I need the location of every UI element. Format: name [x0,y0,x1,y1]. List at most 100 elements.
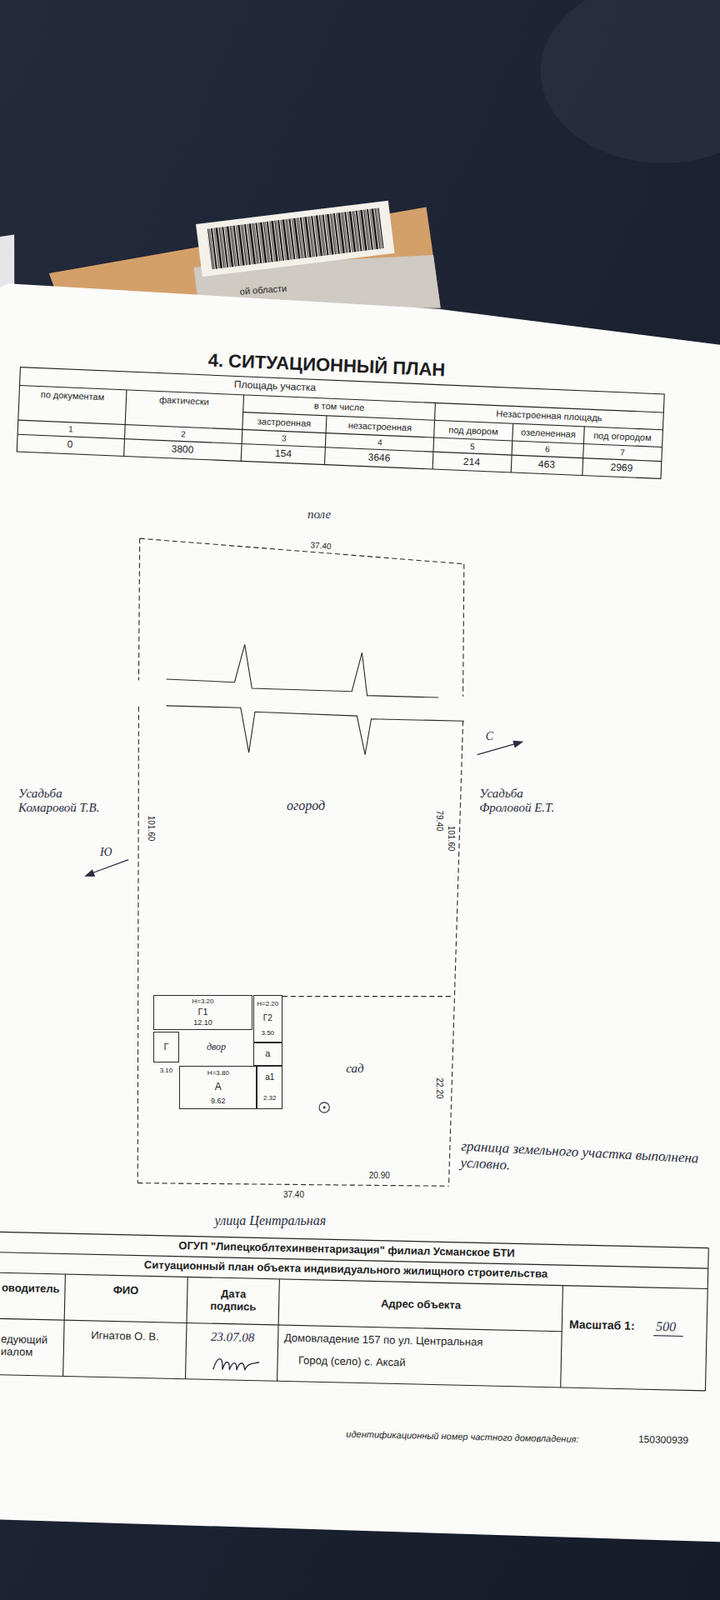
area-value: 3646 [367,451,390,465]
well-symbol-dot [323,1106,326,1110]
building-outline: Г [153,1031,180,1063]
table-header: ФИО [113,1284,140,1298]
boundary-line [137,538,140,1183]
envelope-text: ой области [239,282,287,297]
building-text: Г [163,1042,169,1053]
neighbour-label: Усадьба Комаровой Т.В. [18,785,112,815]
boundary-line [137,1183,449,1187]
area-value: 154 [274,448,292,461]
area-label: сад [345,1061,364,1076]
dimension: 37.40 [309,540,335,551]
area-value: 3800 [170,444,194,457]
dimension: 79.40 [435,810,445,832]
table-rule [63,1274,66,1376]
dimension: 101.60 [445,825,456,852]
table-rule [277,1279,280,1381]
table-rule [18,420,663,447]
table-header: оводитель [1,1281,60,1296]
table-rule [705,1248,709,1391]
north-arrow [477,743,519,755]
table-header: по документам [40,389,105,403]
table-rule [185,1276,188,1379]
compass-arrows [85,740,523,876]
column-number: 3 [281,433,287,444]
stamp-header: ОГУП "Липецкоблтехинвентаризация" филиал… [178,1240,515,1260]
area-value: 2969 [610,462,633,475]
title-block-grid [0,1231,709,1391]
barcode-label [195,200,395,277]
building-text: 9.62 [210,1097,226,1105]
dimension: 22.20 [435,1077,445,1099]
table-rule [0,1318,562,1331]
building-text: 2.32 [263,1095,277,1102]
building-text: Н=3.80 [207,1070,230,1077]
handwritten-note: поле [307,507,331,522]
area-value: 0 [67,439,74,451]
table-cell: едующий иалом [0,1334,58,1360]
building-outline: Н=2.20Г23.50 [253,995,283,1042]
area-table-grid [16,367,665,480]
table-rule [510,423,513,473]
barcode [206,207,384,270]
signature [213,1358,260,1370]
compass-label: Ю [100,845,112,860]
date: 23.07.08 [210,1329,255,1345]
column-number: 5 [470,441,475,452]
handwritten-note: граница земельного участка выполнена усл… [460,1138,704,1184]
building-text: Н=2.20 [256,1000,279,1008]
dimension: 37.40 [283,1190,305,1201]
table-header: Адрес объекта [380,1297,461,1312]
scale-label: Масштаб 1: [569,1317,635,1333]
building-text: Г1 [197,1007,208,1018]
boundary-line [140,538,465,565]
building-outline: Н=3.80А 9.62 [179,1065,257,1110]
building-outline: а [253,1042,283,1066]
table-rule [582,426,585,476]
id-caption: идентификационный номер частного домовла… [345,1428,579,1445]
table-border [16,367,665,480]
column-number: 4 [376,437,382,448]
well-symbol [319,1102,330,1113]
table-header: Незастроенная площадь [495,408,603,424]
building-text: 12.10 [193,1019,213,1027]
address: Домовладение 157 по ул. Центральная [284,1332,484,1350]
area-label: огород [286,798,325,814]
table-header: незастроенная [348,420,413,434]
table-header: фактически [159,394,210,407]
area-label: двор [206,1041,226,1054]
table-header: Площадь участка [233,379,316,395]
dimension: 3.10 [160,1066,174,1075]
building-text: Н=3.20 [192,998,215,1005]
stamp-header: Ситуационный план объекта индивидуальног… [144,1260,549,1282]
scale-value: 500 [655,1318,676,1335]
area-value: 463 [538,459,556,472]
building-text: А [215,1081,222,1093]
column-number: 7 [619,447,625,458]
id-number: 150300939 [637,1434,688,1447]
column-number: 6 [545,444,550,455]
barcode-ground [195,200,395,277]
table-rule [240,395,244,461]
division-line [282,995,452,997]
column-number: 2 [180,429,186,440]
table-rule [0,1374,705,1390]
address: Город (село) с. Аксай [297,1355,405,1370]
table-cell: Игнатов О. В. [90,1330,160,1345]
break-lines [165,644,464,755]
compass-label: С [485,730,494,744]
table-rule [124,390,127,456]
break-line [165,644,439,698]
table-rule [324,415,326,465]
dimension: 101.60 [145,813,156,843]
south-arrow [90,860,130,875]
paper [0,283,720,1542]
street-name: улица Центральная [214,1213,326,1229]
table-header: под огородом [593,430,652,444]
building-text: а1 [265,1073,275,1083]
table-header: озелененная [520,427,576,440]
fabric-shade [540,0,720,164]
table-header: застроенная [257,415,312,429]
table-header: в том числе [314,400,365,414]
